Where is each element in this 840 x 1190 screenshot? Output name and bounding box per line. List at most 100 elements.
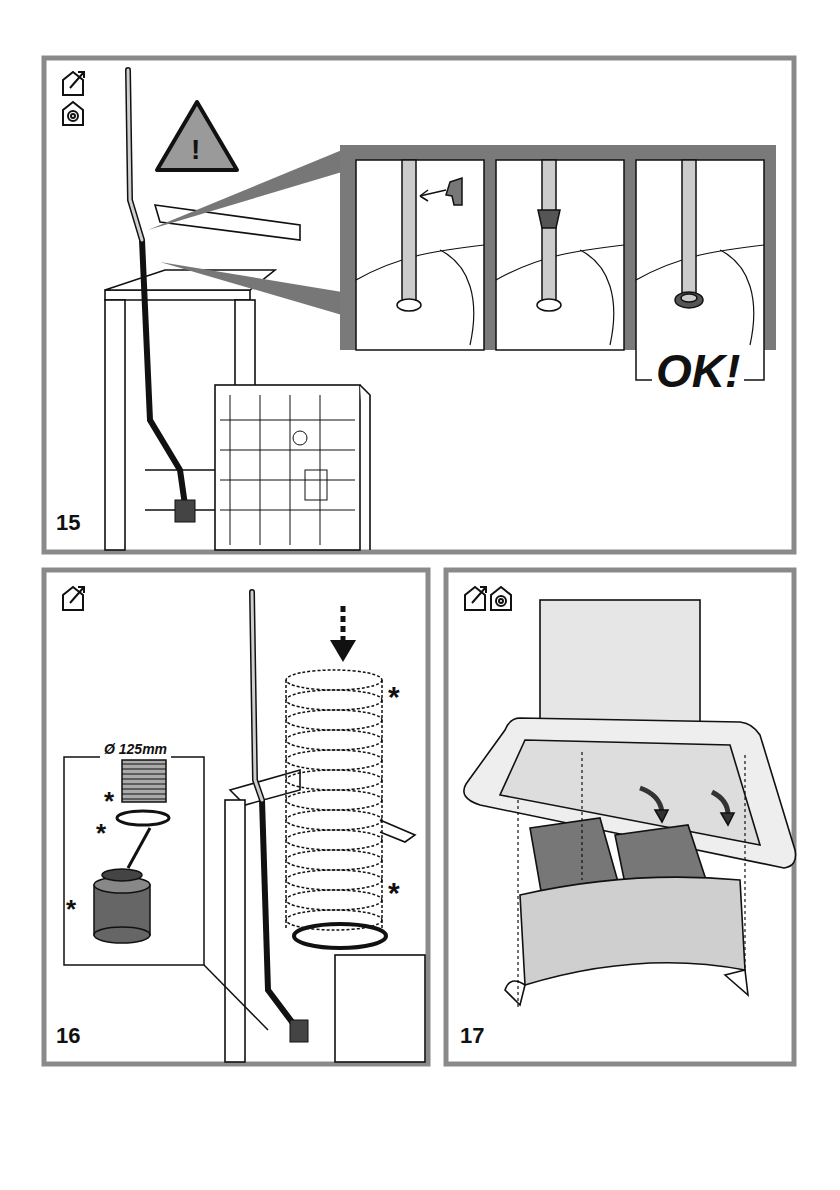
illustration-part xyxy=(517,800,518,1008)
illustration-part xyxy=(496,160,624,350)
illustration-part xyxy=(465,587,485,610)
illustration-part xyxy=(122,789,166,790)
illustration-part xyxy=(496,245,624,345)
motor-box-grid xyxy=(220,395,355,545)
illustration-part xyxy=(520,877,745,985)
flexible-duct xyxy=(286,670,382,930)
illustration-part xyxy=(155,205,300,240)
warning-triangle xyxy=(157,102,237,170)
illustration-part xyxy=(63,587,83,610)
illustration-part xyxy=(260,395,261,545)
illustration-part xyxy=(446,570,794,1064)
illustration-part xyxy=(712,792,728,815)
illustration-part xyxy=(286,710,382,730)
illustration-part xyxy=(286,690,382,710)
illustration-part xyxy=(204,965,268,1030)
illustration-part xyxy=(286,870,382,890)
detail-inset-16 xyxy=(64,757,268,1030)
illustration-part xyxy=(105,290,250,300)
figure-number: 15 xyxy=(56,512,80,534)
illustration-part xyxy=(175,500,195,522)
illustration-part xyxy=(402,160,416,300)
illustration-part xyxy=(225,800,245,1062)
illustration-part xyxy=(305,470,327,500)
illustration-part xyxy=(63,102,83,125)
illustration-part xyxy=(537,299,561,311)
illustration-part xyxy=(286,680,382,928)
illustration-part xyxy=(472,587,486,603)
illustration-part xyxy=(655,810,668,822)
illustration-part xyxy=(286,750,382,770)
illustration-part xyxy=(220,510,355,511)
illustration-part xyxy=(128,70,185,505)
illustration-part xyxy=(63,72,83,95)
illustration-part xyxy=(397,299,421,311)
illustration-part xyxy=(122,799,166,800)
hood-frame-16 xyxy=(225,770,425,1062)
illustration-part xyxy=(505,970,748,1005)
illustration-part xyxy=(128,70,142,240)
hood-17 xyxy=(464,600,796,1008)
illustration-part xyxy=(68,111,78,121)
illustration-part xyxy=(122,794,166,795)
illustration-part xyxy=(356,160,484,350)
illustration-part xyxy=(122,769,166,770)
warning-mark: ! xyxy=(191,136,200,164)
illustration-part xyxy=(286,810,382,830)
detail-leaders xyxy=(148,150,342,315)
illustration-part xyxy=(681,294,697,302)
illustration-part xyxy=(44,570,428,1064)
dimension: Ø 125mm xyxy=(100,740,171,758)
ok-mark: OK! xyxy=(652,346,744,396)
illustration-part xyxy=(540,600,700,725)
illustration-part xyxy=(286,790,382,810)
figure-number: 17 xyxy=(460,1025,484,1047)
illustration-part xyxy=(117,811,169,825)
illustration-part xyxy=(356,245,764,345)
illustration-part xyxy=(499,599,503,603)
illustration-part xyxy=(538,210,560,228)
illustration-part xyxy=(360,385,370,550)
illustration-part xyxy=(380,820,415,842)
illustration-part xyxy=(220,420,355,421)
panel-frames xyxy=(44,58,794,1064)
illustration-part xyxy=(286,830,382,850)
illustration-part xyxy=(102,869,142,881)
illustration-part xyxy=(293,431,307,445)
illustration-part xyxy=(215,385,360,550)
illustration-part xyxy=(220,480,355,481)
illustration-part xyxy=(542,160,556,300)
illustration-part xyxy=(420,190,428,201)
illustration-part xyxy=(496,596,506,606)
illustration-part xyxy=(446,178,462,205)
illustration-part xyxy=(721,813,734,825)
illustration-part xyxy=(356,245,484,345)
illustration-part xyxy=(252,592,262,800)
illustration-part xyxy=(290,1020,308,1042)
illustration-part xyxy=(122,764,166,765)
illustration-part xyxy=(675,292,703,308)
illustration-part xyxy=(402,160,696,300)
optional-part-mark: * xyxy=(104,788,114,814)
illustration-part xyxy=(70,72,84,88)
illustration-part xyxy=(148,150,342,230)
illustration-part xyxy=(122,764,166,799)
illustration-part xyxy=(286,850,382,870)
insert-arrow-head xyxy=(330,640,356,662)
cable-15 xyxy=(128,70,195,522)
illustration-part xyxy=(128,828,150,868)
illustration-part xyxy=(286,670,382,690)
illustration-part xyxy=(122,774,166,775)
figure-number: 16 xyxy=(56,1025,80,1047)
optional-part-mark: * xyxy=(66,896,76,922)
illustration-part xyxy=(636,245,764,345)
illustration-part xyxy=(122,784,166,785)
optional-part-mark: * xyxy=(388,682,400,712)
optional-part-mark: * xyxy=(96,820,106,846)
illustration-part xyxy=(44,58,794,552)
illustration-part xyxy=(640,788,662,812)
cable-16 xyxy=(252,592,308,1042)
illustration-part xyxy=(252,592,298,1030)
illustration-part xyxy=(105,300,125,550)
